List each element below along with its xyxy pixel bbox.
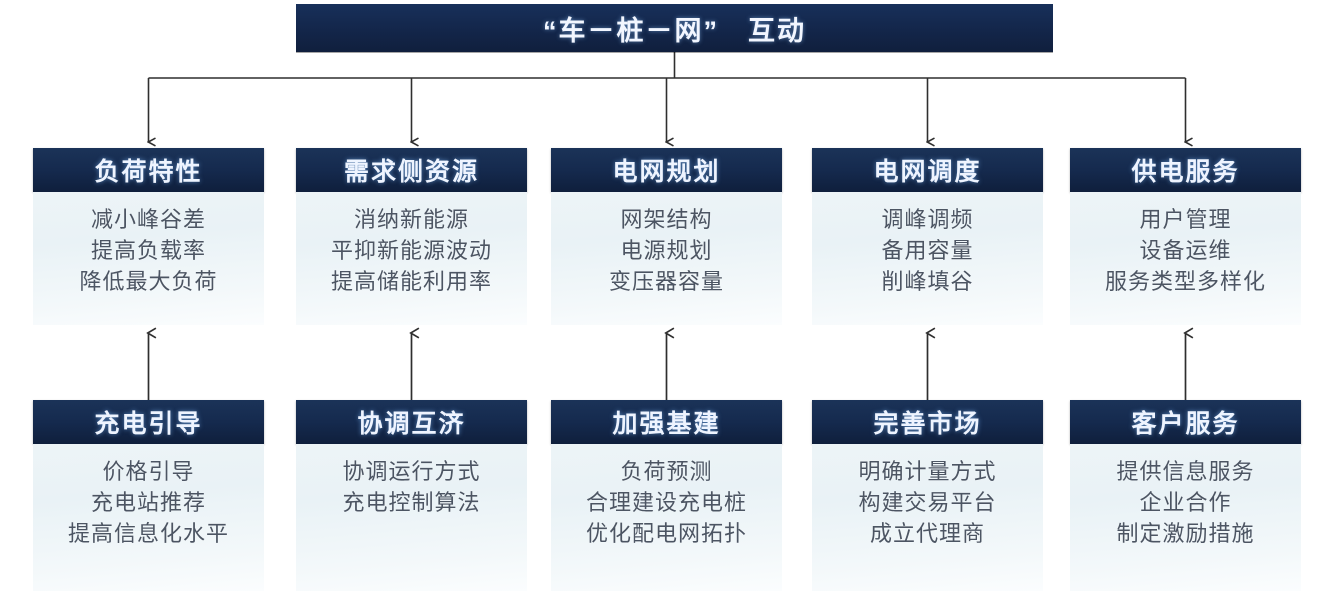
- card-body: 协调运行方式 充电控制算法: [296, 444, 527, 591]
- card-bottom-5: 客户服务 提供信息服务 企业合作 制定激励措施: [1070, 400, 1301, 591]
- list-item: 价格引导: [102, 459, 195, 484]
- card-top-1: 负荷特性 减小峰谷差 提高负载率 降低最大负荷: [33, 148, 264, 325]
- card-title: 协调互济: [357, 410, 466, 438]
- card-header: 电网调度: [812, 148, 1043, 192]
- card-body: 网架结构 电源规划 变压器容量: [551, 192, 782, 325]
- list-item: 变压器容量: [608, 269, 724, 294]
- card-header: 需求侧资源: [296, 148, 527, 192]
- card-header: 协调互济: [296, 400, 527, 444]
- list-item: 电源规划: [620, 238, 713, 263]
- card-header: 完善市场: [812, 400, 1043, 444]
- list-item: 明确计量方式: [858, 459, 997, 484]
- list-item: 用户管理: [1139, 207, 1232, 232]
- list-item: 优化配电网拓扑: [585, 521, 747, 546]
- card-title: 完善市场: [873, 410, 982, 438]
- list-item: 合理建设充电桩: [585, 490, 747, 515]
- diagram-title-box: “车－桩－网” 互动: [296, 4, 1053, 52]
- list-item: 调峰调频: [881, 207, 974, 232]
- card-body: 明确计量方式 构建交易平台 成立代理商: [812, 444, 1043, 591]
- list-item: 负荷预测: [620, 459, 713, 484]
- card-bottom-3: 加强基建 负荷预测 合理建设充电桩 优化配电网拓扑: [551, 400, 782, 591]
- list-item: 提高负载率: [90, 238, 206, 263]
- card-title: 电网调度: [873, 158, 982, 186]
- list-item: 提供信息服务: [1116, 459, 1255, 484]
- list-item: 企业合作: [1139, 490, 1232, 515]
- card-bottom-1: 充电引导 价格引导 充电站推荐 提高信息化水平: [33, 400, 264, 591]
- list-item: 充电控制算法: [342, 490, 481, 515]
- list-item: 提高信息化水平: [67, 521, 229, 546]
- list-item: 设备运维: [1139, 238, 1232, 263]
- card-header: 加强基建: [551, 400, 782, 444]
- list-item: 降低最大负荷: [79, 269, 218, 294]
- list-item: 构建交易平台: [858, 490, 997, 515]
- list-item: 提高储能利用率: [330, 269, 492, 294]
- card-title: 充电引导: [94, 410, 203, 438]
- card-body: 调峰调频 备用容量 削峰填谷: [812, 192, 1043, 325]
- card-top-3: 电网规划 网架结构 电源规划 变压器容量: [551, 148, 782, 325]
- card-title: 供电服务: [1131, 158, 1240, 186]
- card-title: 负荷特性: [94, 158, 203, 186]
- list-item: 平抑新能源波动: [330, 238, 492, 263]
- card-bottom-4: 完善市场 明确计量方式 构建交易平台 成立代理商: [812, 400, 1043, 591]
- card-body: 减小峰谷差 提高负载率 降低最大负荷: [33, 192, 264, 325]
- card-title: 需求侧资源: [343, 158, 479, 186]
- card-top-5: 供电服务 用户管理 设备运维 服务类型多样化: [1070, 148, 1301, 325]
- card-header: 充电引导: [33, 400, 264, 444]
- list-item: 备用容量: [881, 238, 974, 263]
- list-item: 削峰填谷: [881, 269, 974, 294]
- list-item: 成立代理商: [869, 521, 985, 546]
- card-bottom-2: 协调互济 协调运行方式 充电控制算法: [296, 400, 527, 591]
- list-item: 网架结构: [620, 207, 713, 232]
- list-item: 协调运行方式: [342, 459, 481, 484]
- page-title: “车－桩－网” 互动: [543, 15, 806, 46]
- card-header: 电网规划: [551, 148, 782, 192]
- list-item: 充电站推荐: [90, 490, 206, 515]
- card-header: 负荷特性: [33, 148, 264, 192]
- list-item: 减小峰谷差: [90, 207, 206, 232]
- card-body: 负荷预测 合理建设充电桩 优化配电网拓扑: [551, 444, 782, 591]
- card-header: 供电服务: [1070, 148, 1301, 192]
- list-item: 消纳新能源: [353, 207, 469, 232]
- card-title: 加强基建: [612, 410, 721, 438]
- card-header: 客户服务: [1070, 400, 1301, 444]
- card-body: 提供信息服务 企业合作 制定激励措施: [1070, 444, 1301, 591]
- list-item: 制定激励措施: [1116, 521, 1255, 546]
- card-title: 客户服务: [1131, 410, 1240, 438]
- card-top-4: 电网调度 调峰调频 备用容量 削峰填谷: [812, 148, 1043, 325]
- card-top-2: 需求侧资源 消纳新能源 平抑新能源波动 提高储能利用率: [296, 148, 527, 325]
- card-title: 电网规划: [612, 158, 721, 186]
- list-item: 服务类型多样化: [1104, 269, 1266, 294]
- card-body: 用户管理 设备运维 服务类型多样化: [1070, 192, 1301, 325]
- card-body: 消纳新能源 平抑新能源波动 提高储能利用率: [296, 192, 527, 325]
- card-body: 价格引导 充电站推荐 提高信息化水平: [33, 444, 264, 591]
